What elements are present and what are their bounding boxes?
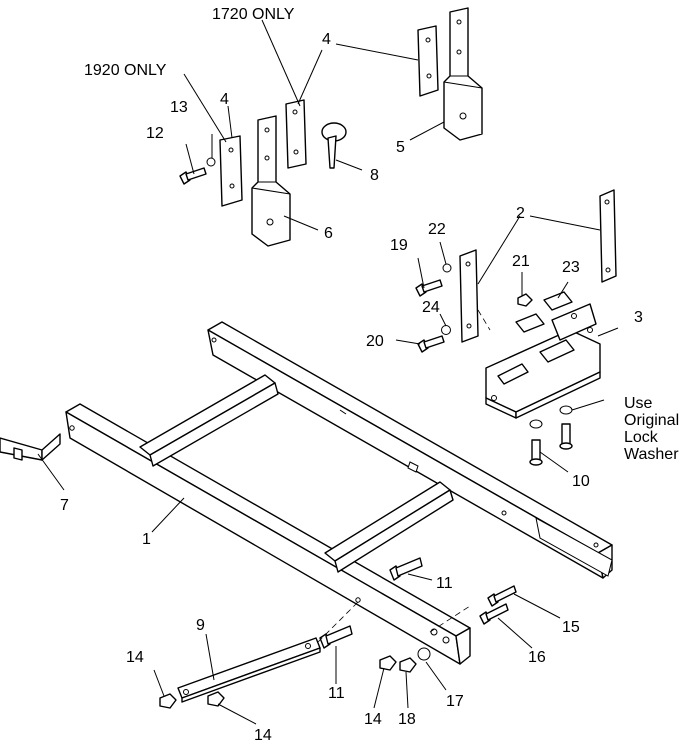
callout-7: 7 [60, 497, 69, 514]
hitch-bracket-6 [251, 115, 291, 247]
lock-washers-original [529, 405, 573, 429]
callout-18: 18 [398, 711, 416, 728]
callout-5: 5 [396, 139, 405, 156]
nut-18 [399, 657, 417, 673]
nut-21 [517, 293, 533, 307]
brace-9 [177, 599, 471, 703]
bolt-11-lower [319, 625, 353, 649]
callout-16: 16 [528, 649, 546, 666]
callout-14-left: 14 [126, 649, 144, 666]
callout-14-right: 14 [364, 711, 382, 728]
callout-14-bottom: 14 [254, 727, 272, 744]
callout-2: 2 [516, 205, 525, 222]
hitch-pin-8 [321, 122, 347, 169]
bolt-15 [487, 585, 517, 607]
nut-14-b [159, 693, 177, 709]
nut-14-c [207, 691, 225, 707]
mounting-plate-23 [515, 291, 573, 333]
callout-4-top: 4 [322, 31, 331, 48]
callout-20: 20 [366, 333, 384, 350]
callout-4-left: 4 [220, 91, 229, 108]
bolt-16 [479, 603, 509, 625]
callout-17: 17 [446, 693, 464, 710]
bracket-assembly-3 [485, 303, 601, 419]
callout-11-lower: 11 [328, 685, 345, 702]
callout-11-upper: 11 [436, 575, 453, 592]
note-lock-washer-line-2: Original [624, 412, 679, 429]
bolt-12 [179, 167, 207, 185]
mount-plate-2-left [459, 249, 491, 343]
bolts-10 [529, 423, 573, 466]
callout-13: 13 [170, 99, 188, 116]
lock-washer-13 [206, 157, 216, 167]
mount-plate-2-right [599, 189, 617, 283]
callout-6: 6 [324, 225, 333, 242]
callout-15: 15 [562, 619, 580, 636]
lock-washer-24 [441, 325, 451, 335]
lock-washer-22 [442, 263, 452, 273]
spacer-plate-4-1920 [219, 135, 243, 207]
note-1920-only: 1920 ONLY [84, 62, 167, 79]
bolt-20 [417, 335, 445, 353]
callout-8: 8 [370, 167, 379, 184]
hitch-tongue [0, 433, 61, 461]
callout-3: 3 [634, 309, 643, 326]
nut-14-a [379, 655, 397, 671]
callout-23: 23 [562, 259, 580, 276]
spacer-plate-4-1720-lower [285, 99, 307, 169]
bolt-19 [415, 279, 443, 297]
callout-19: 19 [390, 237, 408, 254]
callout-12: 12 [146, 125, 164, 142]
hitch-bracket-5 [443, 7, 483, 141]
spacer-plate-4-1720 [417, 25, 439, 97]
bolt-11-upper [389, 557, 423, 581]
callout-24: 24 [422, 299, 440, 316]
callout-9: 9 [196, 617, 205, 634]
leader-lines [37, 19, 619, 725]
callout-1: 1 [142, 531, 151, 548]
note-lock-washer-line-4: Washer [624, 446, 679, 463]
main-frame [65, 321, 613, 665]
note-1720-only: 1720 ONLY [212, 6, 295, 23]
note-lock-washer-line-3: Lock [624, 429, 659, 446]
callout-22: 22 [428, 221, 446, 238]
callout-10: 10 [572, 473, 590, 490]
note-lock-washer-line-1: Use [624, 395, 653, 412]
callout-21: 21 [512, 253, 530, 270]
lock-washer-17 [417, 647, 431, 661]
